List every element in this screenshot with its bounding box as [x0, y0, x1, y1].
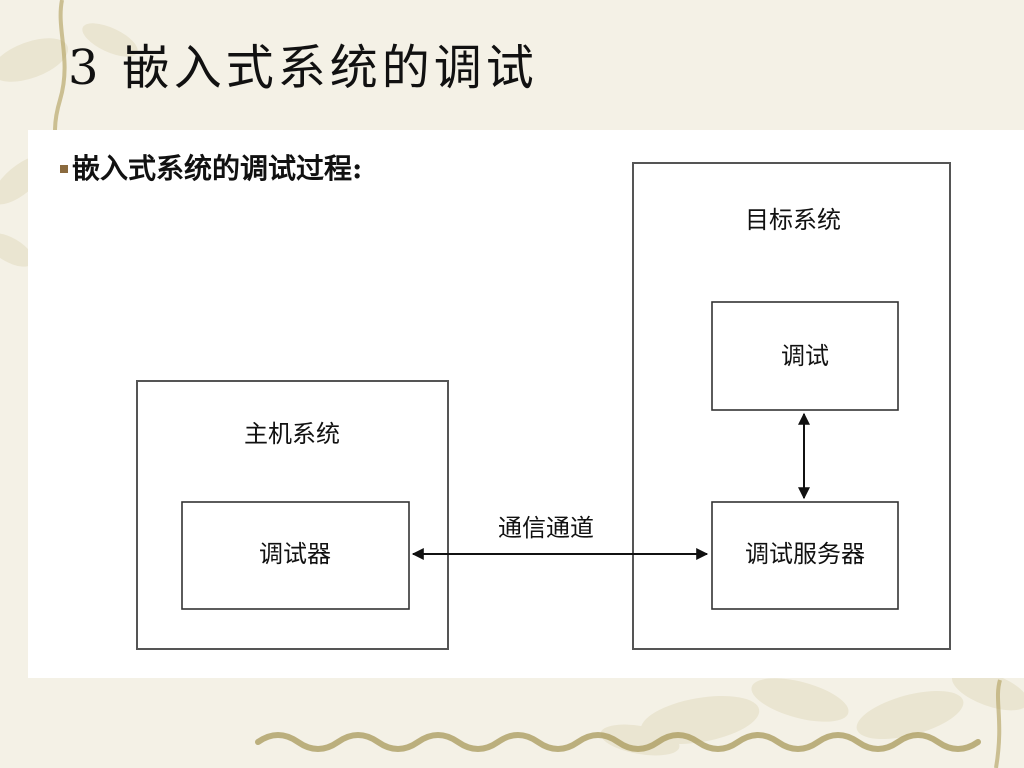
slide-title: 3 嵌入式系统的调试: [68, 40, 538, 96]
debug-box: [711, 301, 899, 411]
communication-channel-label: 通信通道: [498, 514, 594, 542]
debugger-box: [181, 501, 410, 610]
host-system-label: 主机系统: [244, 420, 340, 448]
debug-label: 调试: [781, 342, 829, 370]
target-system-label: 目标系统: [745, 206, 841, 234]
debug-server-label: 调试服务器: [745, 540, 865, 568]
bullet-text: 嵌入式系统的调试过程:: [72, 152, 363, 185]
bullet-square-icon: [60, 164, 68, 173]
debug-server-box: [711, 501, 899, 610]
debugger-label: 调试器: [259, 540, 331, 568]
bullet-item: 嵌入式系统的调试过程:: [60, 152, 362, 186]
